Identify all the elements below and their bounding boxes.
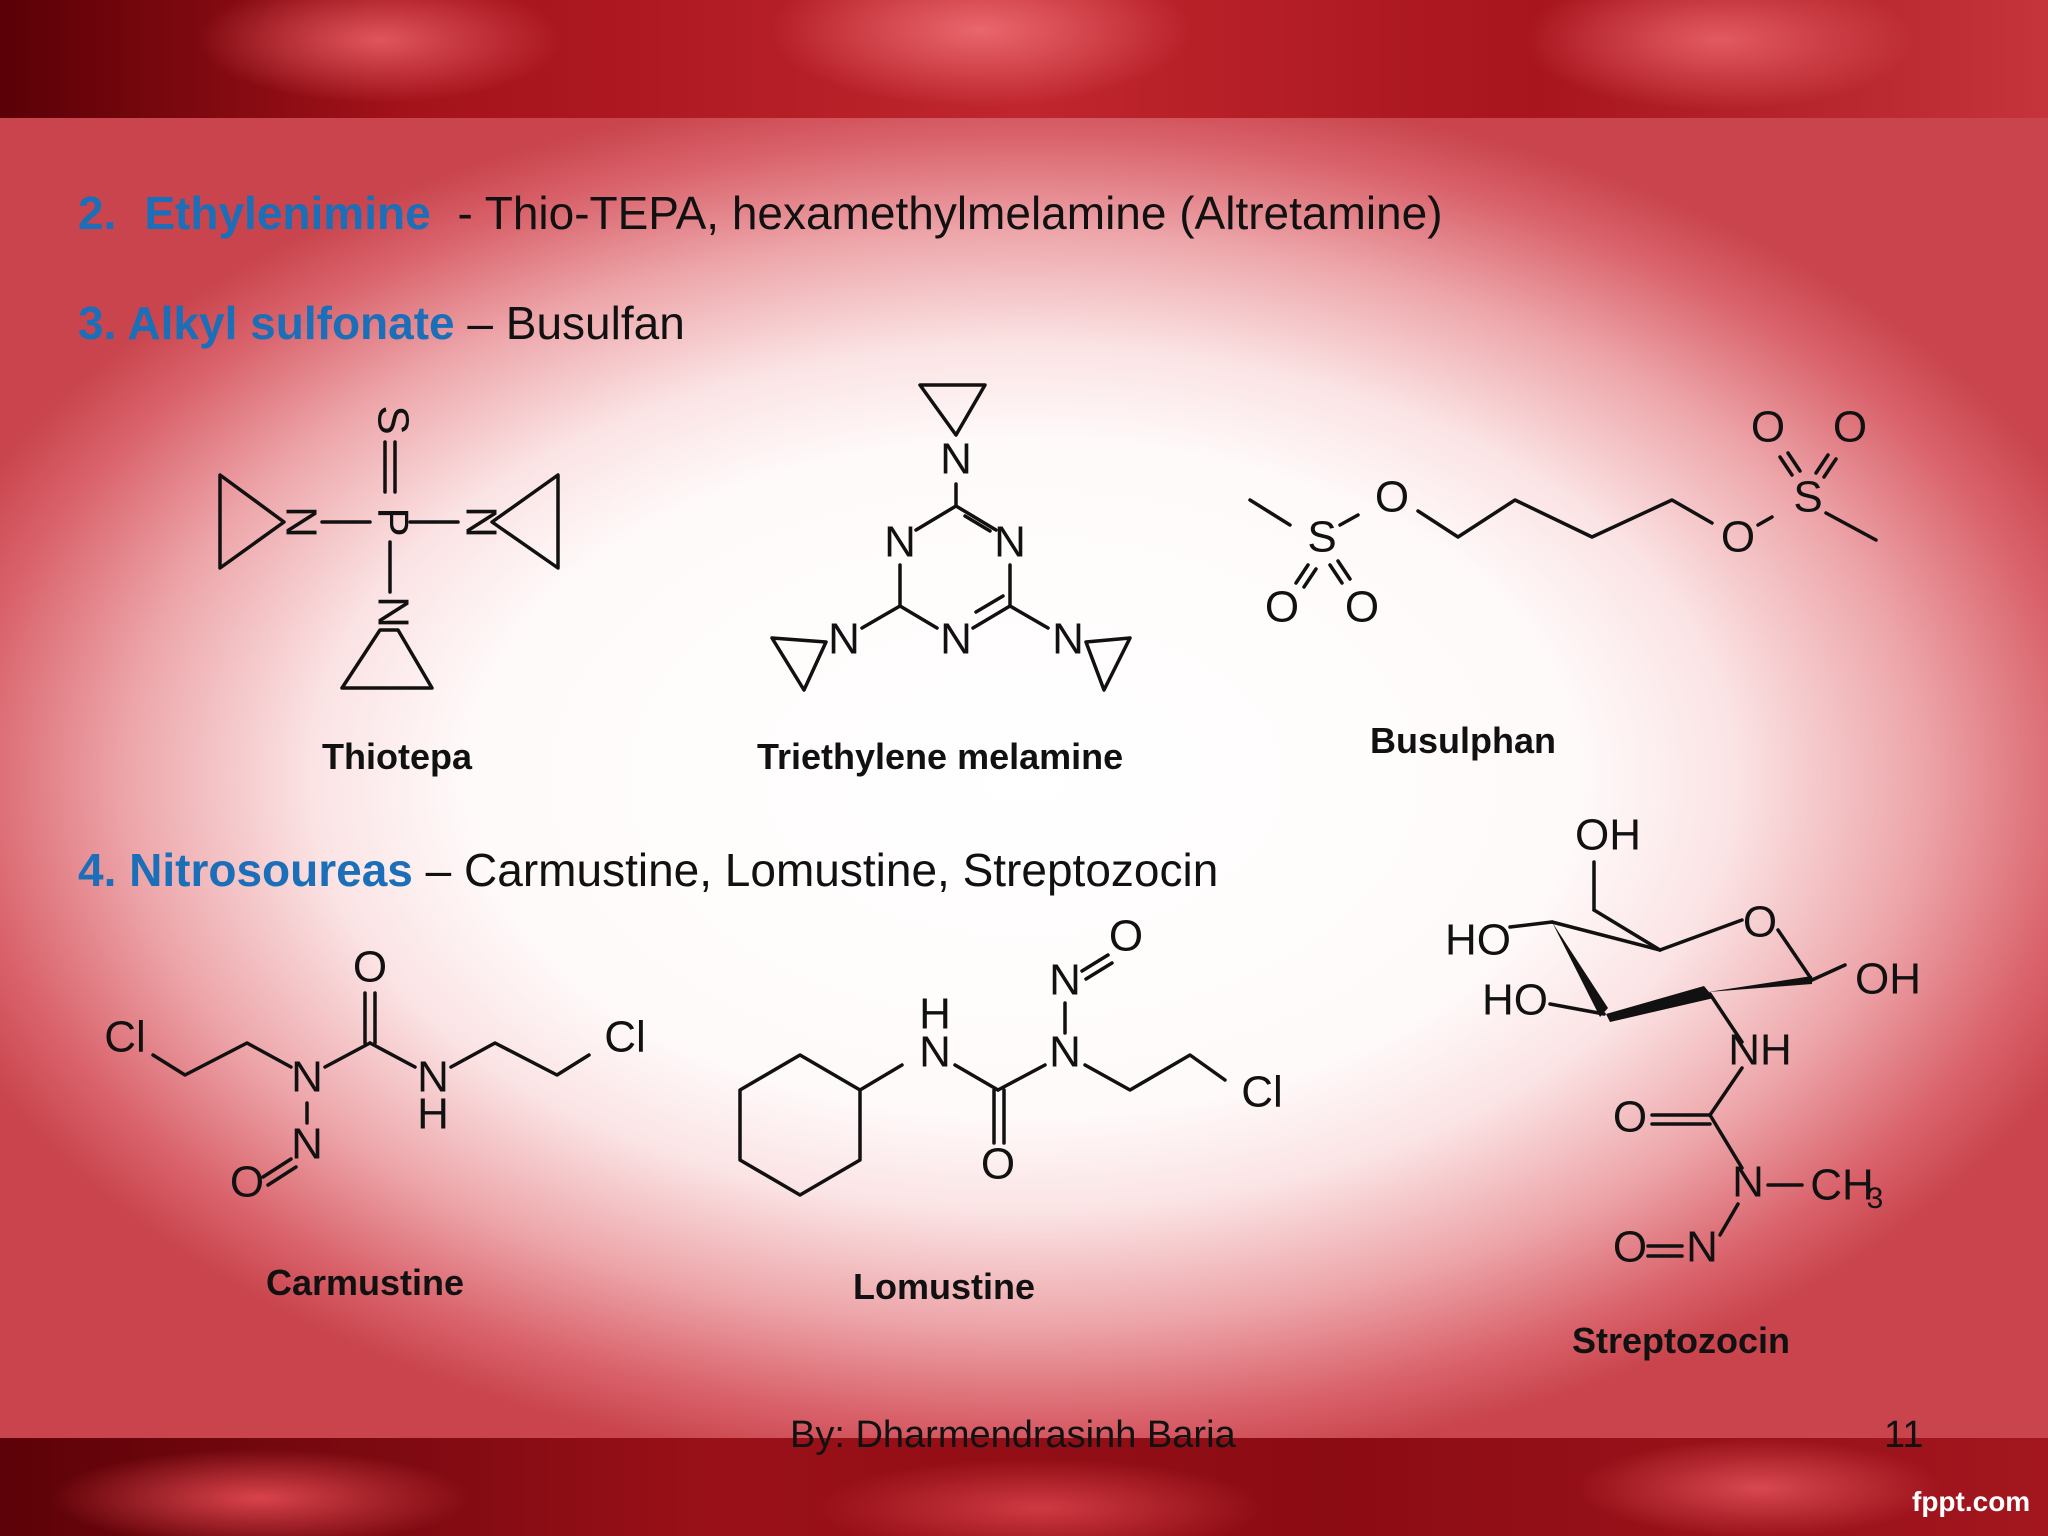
svg-text:3: 3 xyxy=(1867,1182,1884,1215)
svg-text:S: S xyxy=(1793,473,1822,522)
ethylenimine-line: 2. Ethylenimine - Thio-TEPA, hexamethylme… xyxy=(78,186,1443,240)
svg-text:N: N xyxy=(1049,1028,1081,1077)
svg-text:NH: NH xyxy=(1728,1026,1792,1075)
ethylenimine-number: 2. xyxy=(78,187,117,239)
svg-text:Cl: Cl xyxy=(1241,1068,1283,1117)
ethylenimine-heading: Ethylenimine xyxy=(144,187,431,239)
lomustine-caption: Lomustine xyxy=(853,1266,1036,1307)
lomustine-structure: H N O N N O Cl xyxy=(738,912,1283,1197)
triethylene-melamine-caption: Triethylene melamine xyxy=(757,736,1124,777)
svg-text:HO: HO xyxy=(1482,976,1548,1025)
fppt-watermark: fppt.com xyxy=(1912,1486,2031,1517)
page-number: 11 xyxy=(1884,1414,1924,1456)
svg-text:N: N xyxy=(994,518,1026,567)
svg-text:S: S xyxy=(368,405,417,434)
alkyl-sulfonate-heading: 3. Alkyl sulfonate xyxy=(78,297,455,349)
bottom-red-banner xyxy=(0,1438,2048,1536)
svg-text:Cl: Cl xyxy=(604,1013,646,1062)
triethylene-melamine-structure: N N N N N N xyxy=(770,383,1132,692)
svg-text:O: O xyxy=(1743,898,1777,947)
thiotepa-structure: S P N N N xyxy=(218,405,560,690)
svg-text:N: N xyxy=(456,506,505,538)
svg-text:N: N xyxy=(291,1053,323,1102)
slide-content-panel xyxy=(0,118,2048,1440)
svg-text:OH: OH xyxy=(1855,955,1921,1004)
svg-text:N: N xyxy=(940,615,972,664)
busulphan-structure: S O O O O S O O xyxy=(1248,403,1878,632)
svg-text:CH: CH xyxy=(1810,1161,1874,1210)
svg-text:N: N xyxy=(368,596,417,628)
svg-text:OH: OH xyxy=(1575,811,1641,860)
svg-text:O: O xyxy=(1751,403,1785,452)
svg-text:O: O xyxy=(1721,513,1755,562)
svg-text:O: O xyxy=(1265,583,1299,632)
nitrosoureas-text: – Carmustine, Lomustine, Streptozocin xyxy=(412,844,1219,896)
thiotepa-caption: Thiotepa xyxy=(322,736,472,777)
alkyl-sulfonate-line: 3. Alkyl sulfonate – Busulfan xyxy=(78,296,685,350)
svg-text:O: O xyxy=(1833,403,1867,452)
alkyl-sulfonate-text: – Busulfan xyxy=(454,297,685,349)
svg-text:H: H xyxy=(417,1090,449,1139)
nitrosoureas-line: 4. Nitrosoureas – Carmustine, Lomustine,… xyxy=(78,843,1218,897)
svg-text:N: N xyxy=(1052,615,1084,664)
streptozocin-caption: Streptozocin xyxy=(1572,1320,1791,1361)
ethylenimine-text: - Thio-TEPA, hexamethylmelamine (Altreta… xyxy=(444,187,1443,239)
carmustine-caption: Carmustine xyxy=(266,1262,465,1303)
svg-text:N: N xyxy=(884,518,916,567)
svg-text:N: N xyxy=(417,1053,449,1102)
svg-text:O: O xyxy=(353,943,387,992)
carmustine-structure: Cl N O N H Cl N O xyxy=(104,943,646,1207)
svg-text:N: N xyxy=(940,435,972,484)
busulphan-caption: Busulphan xyxy=(1370,720,1556,761)
svg-text:N: N xyxy=(919,1028,951,1077)
top-red-banner xyxy=(0,0,2048,120)
svg-text:O: O xyxy=(1613,1223,1647,1272)
svg-text:O: O xyxy=(981,1140,1015,1189)
svg-text:O: O xyxy=(1375,473,1409,522)
svg-text:HO: HO xyxy=(1445,916,1511,965)
svg-text:O: O xyxy=(1109,912,1143,961)
svg-text:O: O xyxy=(1613,1093,1647,1142)
svg-text:H: H xyxy=(919,990,951,1039)
svg-text:N: N xyxy=(291,1120,323,1169)
footer-author: By: Dharmendrasinh Baria xyxy=(790,1414,1236,1456)
nitrosoureas-heading: 4. Nitrosoureas xyxy=(78,844,413,896)
svg-text:S: S xyxy=(1307,513,1336,562)
streptozocin-structure: OH O OH HO HO NH O N CH 3 N O xyxy=(1445,811,1921,1272)
svg-text:Cl: Cl xyxy=(104,1013,146,1062)
svg-text:N: N xyxy=(1686,1223,1718,1272)
svg-text:N: N xyxy=(1049,956,1081,1005)
svg-text:N: N xyxy=(1732,1158,1764,1207)
svg-text:N: N xyxy=(828,615,860,664)
svg-text:O: O xyxy=(1345,583,1379,632)
svg-text:O: O xyxy=(230,1158,264,1207)
